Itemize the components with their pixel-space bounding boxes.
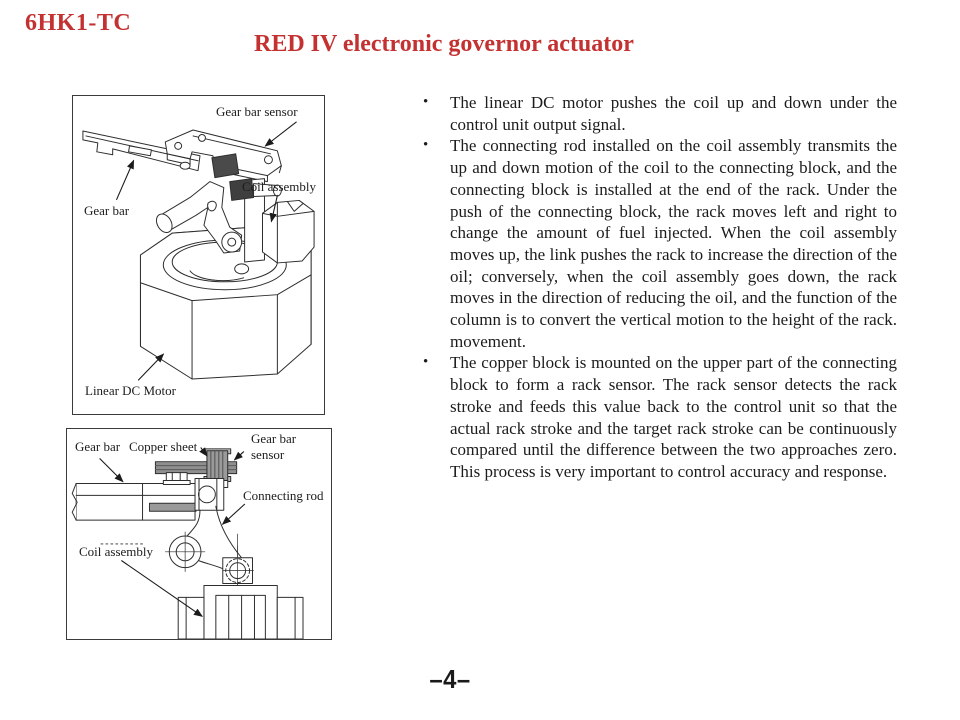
figure-actuator-isometric: Gear bar sensor Coil assembly Gear bar L… (72, 95, 325, 415)
annotation-arrows (116, 121, 297, 381)
coil-assembly-section (177, 585, 304, 639)
annotation-arrows (99, 447, 246, 617)
label-gear-bar: Gear bar (75, 439, 121, 454)
label-linear-dc-motor: Linear DC Motor (85, 383, 176, 398)
linear-dc-motor-body (139, 226, 312, 380)
label-gear-bar-sensor: Gear bar sensor (251, 431, 297, 462)
gear-bar-part (71, 472, 197, 521)
bullet-item: • The linear DC motor pushes the coil up… (423, 92, 897, 135)
bullet-text: The copper block is mounted on the upper… (450, 353, 897, 481)
bullet-item: • The copper block is mounted on the upp… (423, 352, 897, 482)
figure-actuator-section: Gear bar Copper sheet Gear bar sensor Co… (66, 428, 332, 640)
bullet-item: • The connecting rod installed on the co… (423, 135, 897, 352)
connecting-rod-part (164, 505, 254, 596)
bullet-text: The connecting rod installed on the coil… (450, 136, 897, 351)
page-number: –4– (429, 664, 471, 694)
coil-assembly-block (261, 199, 315, 264)
bullet-marker: • (423, 354, 429, 371)
bullet-marker: • (423, 94, 429, 110)
pin-bracket (194, 478, 225, 511)
bullet-list: • The linear DC motor pushes the coil up… (423, 92, 897, 483)
bullet-marker: • (423, 137, 429, 154)
actuator-section-drawing (71, 447, 304, 639)
label-coil-assembly: Coil assembly (79, 544, 154, 559)
actuator-isometric-drawing (82, 121, 315, 381)
support-column (229, 178, 282, 263)
label-coil-assembly: Coil assembly (242, 179, 317, 194)
model-code: 6HK1-TC (25, 10, 132, 36)
label-copper-sheet: Copper sheet (129, 439, 198, 454)
label-connecting-rod: Connecting rod (243, 488, 324, 503)
label-gear-bar-sensor: Gear bar sensor (216, 104, 298, 119)
crank-arm (155, 181, 243, 254)
label-gear-bar: Gear bar (84, 203, 130, 218)
bullet-text: The linear DC motor pushes the coil up a… (450, 93, 897, 134)
page-title: RED IV electronic governor actuator (254, 31, 634, 57)
